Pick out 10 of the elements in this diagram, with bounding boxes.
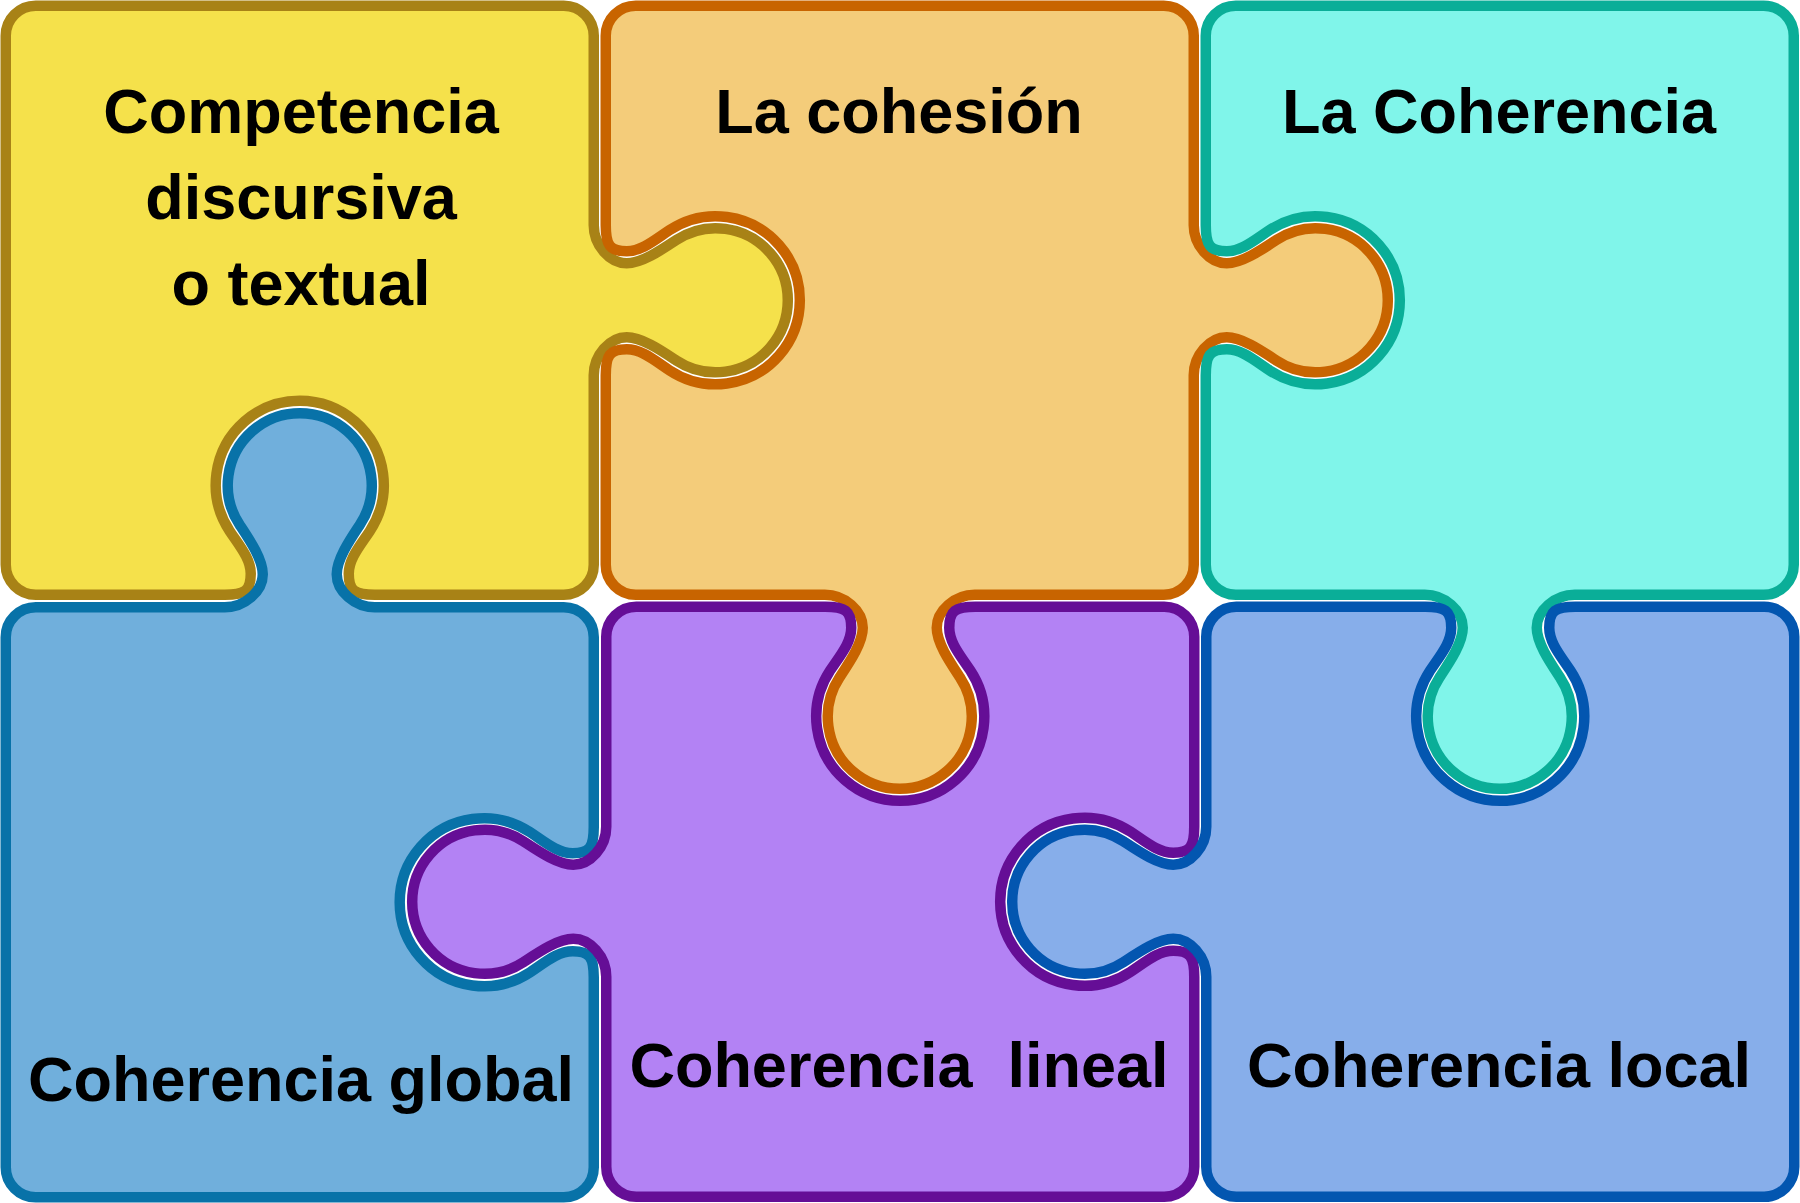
puzzle-piece [0,0,795,601]
piece-label: La cohesión [715,75,1083,147]
piece-label: La Coherencia [1281,75,1717,147]
piece-label: Coherencia local [1246,1029,1752,1101]
piece-label: Coherencia lineal [629,1029,1169,1101]
piece-label: Competencia discursiva o textual [103,75,499,320]
piece-label: Coherencia global [27,1043,575,1115]
puzzle-piece [0,406,600,1203]
puzzle-piece [1200,0,1800,796]
puzzle-piece [1005,601,1800,1203]
